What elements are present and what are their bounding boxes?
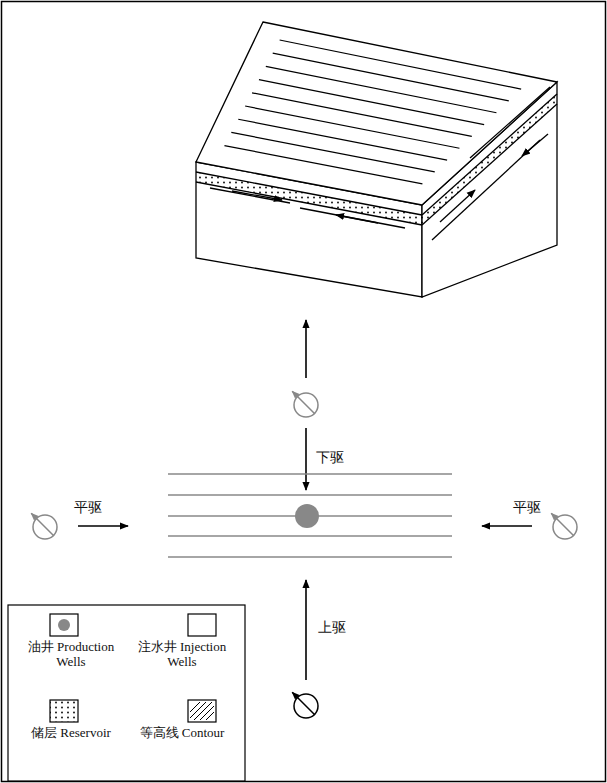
drive-label: 平驱 [513, 500, 541, 515]
contour-line [259, 80, 484, 125]
plan-contours [168, 474, 452, 557]
drive-label: 平驱 [74, 500, 102, 515]
contour-line [252, 93, 472, 137]
contour-line [224, 146, 422, 184]
legend-text: 注水井 Injection Wells [123, 640, 241, 670]
legend-text: 等高线 Contour [123, 726, 241, 741]
injection-well [551, 513, 577, 539]
injection-well [292, 391, 318, 417]
contour-line [273, 53, 509, 101]
production-well [295, 504, 319, 528]
legend-text: 油井 Production Wells [12, 640, 130, 670]
injection-well [31, 513, 57, 539]
injection-well [292, 692, 318, 718]
block-diagram [196, 22, 557, 297]
contour-line [266, 66, 497, 112]
contour-line [280, 40, 522, 89]
drive-label: 上驱 [318, 620, 346, 635]
drive-label: 下驱 [316, 450, 344, 465]
legend-text: 储层 Reservoir [12, 726, 130, 741]
legend-panel [8, 605, 245, 781]
